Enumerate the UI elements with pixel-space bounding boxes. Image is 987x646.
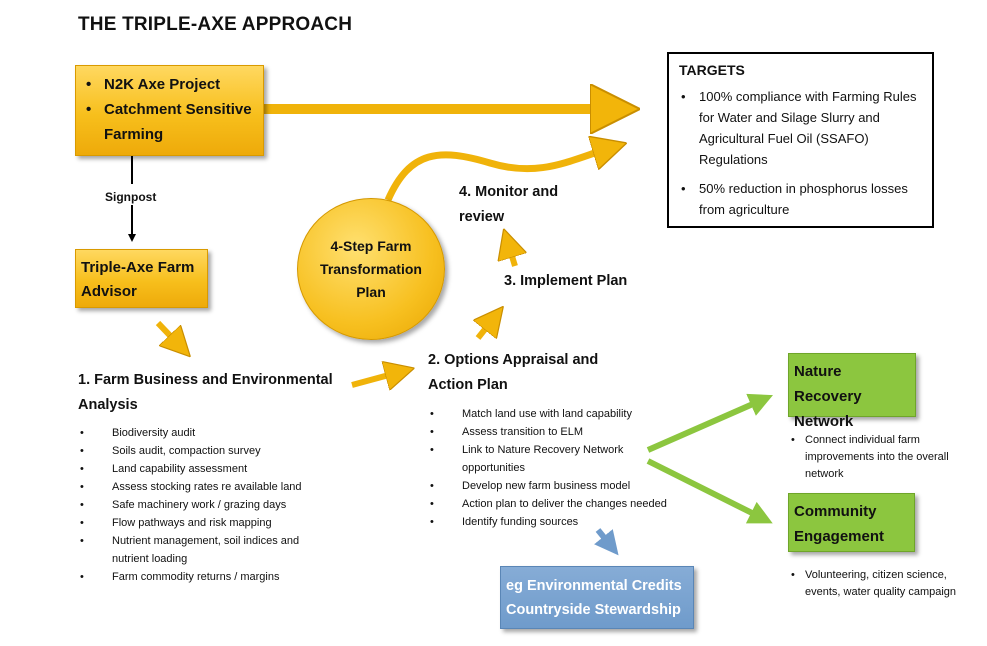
list-item: Match land use with land capability: [428, 405, 678, 423]
funding-box: eg Environmental Credits Countryside Ste…: [500, 566, 694, 629]
list-item: Soils audit, compaction survey: [78, 442, 338, 460]
community-engagement-list: Volunteering, citizen science, events, w…: [788, 567, 958, 601]
targets-item: 100% compliance with Farming Rules for W…: [681, 86, 922, 170]
to-funding-arrow: [594, 528, 619, 556]
step3-label: 3. Implement Plan: [504, 273, 628, 289]
n2k-item: Catchment Sensitive Farming: [86, 97, 263, 147]
list-item: Assess transition to ELM: [428, 423, 678, 441]
list-item: Connect individual farm improvements int…: [788, 432, 968, 483]
list-item: Assess stocking rates re available land: [78, 478, 338, 496]
step1-to-step2-arrow: [351, 372, 400, 385]
list-item: Action plan to deliver the changes neede…: [428, 495, 678, 513]
page-title: THE TRIPLE-AXE APPROACH: [78, 14, 353, 35]
step2-list: Match land use with land capability Asse…: [428, 405, 678, 531]
community-engagement-box: Community Engagement: [788, 493, 915, 552]
list-item: Nutrient management, soil indices and nu…: [78, 532, 338, 568]
nature-recovery-list: Connect individual farm improvements int…: [788, 432, 968, 483]
plan-to-targets-arrow: [384, 148, 610, 202]
step1-list: Biodiversity audit Soils audit, compacti…: [78, 424, 338, 586]
list-item: Volunteering, citizen science, events, w…: [788, 567, 958, 601]
plan-circle: 4-Step Farm Transformation Plan: [297, 198, 445, 340]
step1-title: 1. Farm Business and Environmental Analy…: [78, 372, 333, 413]
advisor-to-step1-arrow: [155, 320, 180, 346]
targets-box: TARGETS 100% compliance with Farming Rul…: [667, 52, 934, 228]
list-item: Flow pathways and risk mapping: [78, 514, 338, 532]
step2-title: 2. Options Appraisal and Action Plan: [428, 352, 599, 393]
nature-recovery-box: Nature Recovery Network: [788, 353, 916, 430]
list-item: Farm commodity returns / margins: [78, 568, 338, 586]
n2k-box: N2K Axe Project Catchment Sensitive Farm…: [75, 65, 264, 156]
list-item: Link to Nature Recovery Network opportun…: [428, 441, 678, 477]
targets-item: 50% reduction in phosphorus losses from …: [681, 178, 922, 220]
list-item: Biodiversity audit: [78, 424, 338, 442]
plan-circle-label: 4-Step Farm Transformation Plan: [320, 237, 422, 300]
signpost-label: Signpost: [105, 190, 157, 204]
list-item: Develop new farm business model: [428, 477, 678, 495]
step4-label: 4. Monitor and review: [459, 184, 559, 225]
n2k-item: N2K Axe Project: [86, 72, 263, 97]
step3-to-step4-arrow: [508, 243, 515, 267]
list-item: Identify funding sources: [428, 513, 678, 531]
step2-to-step3-arrow: [478, 318, 494, 340]
list-item: Land capability assessment: [78, 460, 338, 478]
targets-title: TARGETS: [679, 62, 745, 78]
list-item: Safe machinery work / grazing days: [78, 496, 338, 514]
advisor-box: Triple-Axe Farm Advisor: [75, 249, 208, 308]
